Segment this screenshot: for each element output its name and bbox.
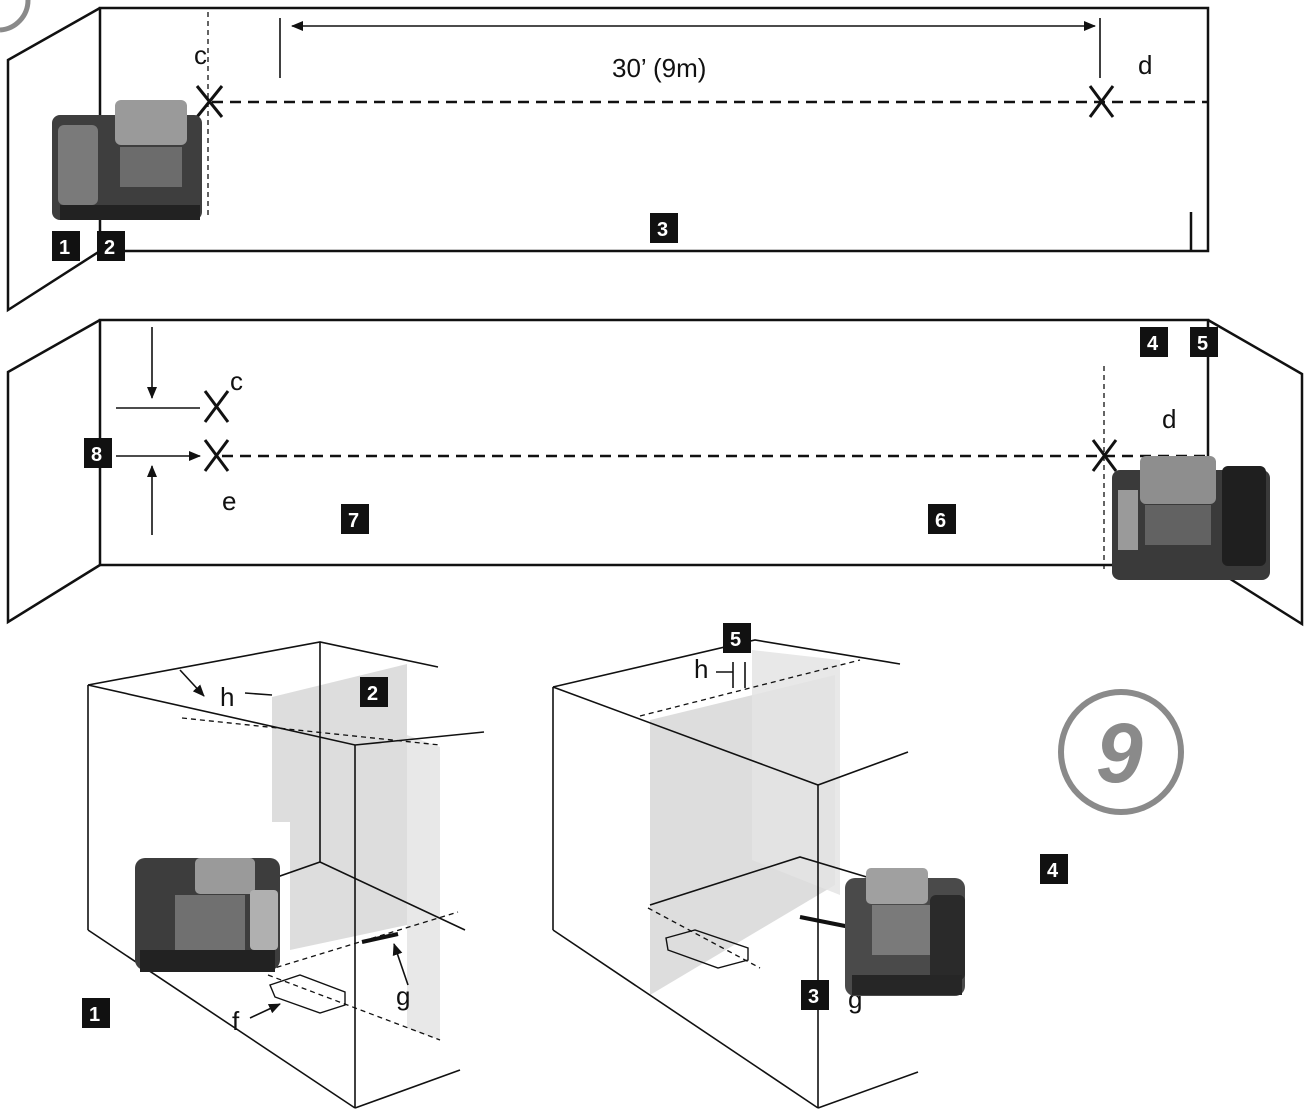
ceiling-laser-line-right — [639, 659, 861, 717]
floor-target-plate-left — [269, 974, 346, 1014]
svg-text:5: 5 — [1197, 333, 1208, 355]
tag-4-bottom-right: 4 — [1040, 854, 1068, 884]
label-h-right: h — [694, 654, 708, 684]
tag-8-middle: 8 — [84, 438, 112, 468]
svg-text:4: 4 — [1047, 860, 1059, 882]
floor-laser-line-right — [647, 907, 761, 969]
figure-number-circle — [1058, 689, 1184, 815]
tag-1-bottom-left: 1 — [82, 998, 110, 1028]
laser-level-picture-top — [52, 100, 202, 220]
room-left-floor-right — [354, 1069, 461, 1109]
mark-c-top — [195, 85, 224, 118]
label-f-left: f — [232, 1006, 240, 1036]
tag-2-top: 2 — [97, 231, 125, 261]
laser-level-picture-left — [135, 858, 280, 972]
tag-5-bottom-right: 5 — [723, 623, 751, 653]
laser-level-picture-middle — [1112, 456, 1270, 580]
middle-left-wall — [6, 318, 101, 625]
room-right-floor-back — [649, 856, 871, 906]
room-right-floor-right — [817, 1071, 919, 1109]
laser-plane-side — [407, 735, 440, 1040]
arrow-g-left — [392, 943, 409, 986]
arrow-h-left — [179, 669, 205, 697]
distance-label: 30’ (9m) — [612, 53, 706, 83]
mark-g-left — [361, 932, 399, 944]
label-d-top: d — [1138, 50, 1152, 80]
tag-5-middle: 5 — [1190, 327, 1218, 357]
svg-text:1: 1 — [59, 237, 70, 259]
svg-text:2: 2 — [367, 683, 378, 705]
svg-text:5: 5 — [730, 629, 741, 651]
svg-text:2: 2 — [104, 237, 115, 259]
tag-2-bottom-left: 2 — [360, 677, 388, 707]
middle-back-wall — [98, 318, 1210, 567]
floor-target-plate-right — [665, 929, 749, 969]
label-g-left: g — [396, 981, 410, 1011]
previous-figure-circle-fragment — [0, 0, 31, 33]
middle-right-wall — [1207, 318, 1304, 627]
tag-1-top: 1 — [52, 231, 80, 261]
svg-text:1: 1 — [89, 1004, 100, 1026]
tag-7-middle: 7 — [341, 504, 369, 534]
bottom-left-room: h g f 1 2 — [82, 641, 485, 1109]
tag-3-top: 3 — [650, 213, 678, 243]
tag-3-bottom-right: 3 — [801, 980, 829, 1010]
tag-6-middle: 6 — [928, 504, 956, 534]
figure-number: 9 — [1058, 689, 1184, 815]
laser-plane-back — [272, 664, 407, 950]
top-left-wall — [6, 6, 101, 313]
mark-d-middle — [1091, 439, 1118, 472]
h-leader-left — [244, 692, 273, 696]
bottom-right-room: h g 3 4 5 — [552, 623, 1068, 1109]
label-d-middle: d — [1162, 404, 1176, 434]
room-right-ceiling — [552, 639, 901, 688]
top-panel: 30’ (9m) c d 1 2 3 — [6, 6, 1210, 313]
arrow-f-left — [249, 1003, 281, 1019]
room-right-floor-front — [552, 929, 819, 1109]
mark-g-right — [799, 915, 851, 929]
svg-text:6: 6 — [935, 510, 946, 532]
svg-text:4: 4 — [1147, 333, 1159, 355]
label-c-top: c — [194, 40, 207, 70]
svg-text:3: 3 — [808, 986, 819, 1008]
ceiling-laser-line-left — [181, 717, 441, 746]
floor-laser-line-left-2 — [267, 974, 441, 1041]
tag-4-middle: 4 — [1140, 327, 1168, 357]
label-c-middle: c — [230, 366, 243, 396]
svg-text:7: 7 — [348, 510, 359, 532]
figure-number-text: 9 — [1096, 706, 1143, 800]
svg-text:8: 8 — [91, 444, 102, 466]
label-e-middle: e — [222, 486, 236, 516]
label-h-left: h — [220, 682, 234, 712]
room-left-floor-front — [87, 929, 356, 1109]
laser-level-picture-right — [845, 868, 965, 996]
middle-panel: c e d 4 5 6 7 8 — [6, 318, 1304, 627]
mark-d-top — [1088, 85, 1115, 118]
mark-e-middle — [203, 439, 230, 472]
mark-c-middle — [203, 390, 230, 423]
svg-text:3: 3 — [657, 219, 668, 241]
